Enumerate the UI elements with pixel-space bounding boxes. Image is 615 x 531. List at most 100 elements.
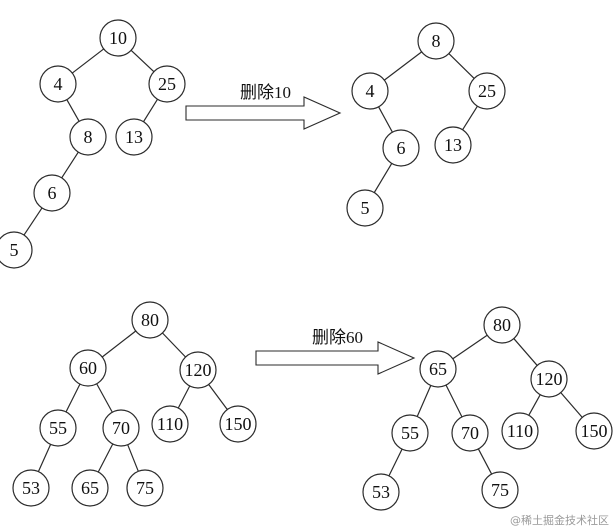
delete-60-after-node-label: 55 [401, 423, 419, 443]
delete-10-before-node-label: 10 [109, 28, 127, 48]
delete-60-after-node-label: 150 [581, 421, 608, 441]
delete-10-after-node-4: 4 [351, 72, 389, 110]
delete-10-after-node-8: 8 [417, 22, 455, 60]
delete-10-before-tree: 10 4 25 8 13 6 5 [0, 19, 186, 269]
delete-60-before-node-label: 70 [112, 418, 130, 438]
delete-60-after-node-circle [575, 412, 613, 450]
delete-10-after-node-25: 25 [468, 72, 506, 110]
delete-10-before-node-4: 4 [39, 65, 77, 103]
delete-10-before-node-circle [115, 118, 153, 156]
delete-60-before-node-label: 110 [157, 414, 183, 434]
delete-60-before-node-circle [71, 469, 109, 507]
delete-10-after-edge-25-13 [462, 105, 478, 131]
delete-10-after-node-circle [434, 126, 472, 164]
delete-60-before-node-label: 60 [79, 358, 97, 378]
delete-60-arrow-shape [255, 341, 416, 375]
delete-10-before-node-5: 5 [0, 231, 33, 269]
delete-10-after-node-circle [468, 72, 506, 110]
delete-60-after-edge-55-53 [388, 448, 403, 477]
delete-60-before-edge-80-120 [162, 332, 186, 358]
delete-60-arrow: 删除60 [255, 328, 416, 375]
delete-60-after-node-120: 120 [530, 360, 568, 398]
delete-10-before-edge-6-5 [23, 207, 43, 236]
delete-60-before-node-150: 150 [219, 405, 257, 443]
delete-60-after-node-label: 65 [429, 359, 447, 379]
delete-10-before-node-circle [0, 231, 33, 269]
delete-60-before-node-circle [39, 409, 77, 447]
delete-10-after-node-13: 13 [434, 126, 472, 164]
delete-60-before-node-label: 75 [136, 478, 154, 498]
delete-60-after-node-55: 55 [391, 414, 429, 452]
delete-60-before-node-label: 120 [185, 360, 212, 380]
delete-60-after-edge-120-150 [560, 392, 583, 418]
delete-10-before-edge-8-6 [61, 151, 79, 179]
delete-60-before-node-circle [151, 405, 189, 443]
delete-60-before-node-circle [69, 349, 107, 387]
delete-10-before-node-6: 6 [33, 174, 71, 212]
delete-60-before-node-label: 65 [81, 478, 99, 498]
delete-60-before-edge-60-55 [65, 383, 81, 413]
watermark: @稀土掘金技术社区 [510, 514, 609, 527]
delete-60-after-node-circle [530, 360, 568, 398]
delete-10-after-node-5: 5 [346, 189, 384, 227]
delete-60-before-edge-80-60 [101, 330, 137, 358]
delete-10-before-edge-25-13 [143, 98, 158, 123]
delete-10-after-node-circle [351, 72, 389, 110]
delete-10-before-node-label: 5 [10, 240, 19, 260]
delete-10-before-node-label: 8 [84, 127, 93, 147]
delete-60-before-edge-60-70 [96, 383, 113, 413]
delete-60-after-node-circle [391, 414, 429, 452]
delete-60-before-node-70: 70 [102, 409, 140, 447]
delete-60-before-node-label: 80 [141, 310, 159, 330]
delete-60-after-node-label: 120 [536, 369, 563, 389]
delete-60-after-node-label: 80 [493, 315, 511, 335]
delete-60-before-edge-70-75 [127, 444, 139, 472]
delete-60-before-node-label: 53 [22, 478, 40, 498]
delete-60-after-edge-80-120 [513, 338, 538, 366]
delete-60-after-node-53: 53 [362, 473, 400, 511]
delete-60-after-node-circle [451, 414, 489, 452]
delete-10-after-node-label: 4 [366, 81, 375, 101]
delete-10-after-node-circle [417, 22, 455, 60]
delete-10-after-node-6: 6 [382, 129, 420, 167]
delete-10-before-node-circle [99, 19, 137, 57]
delete-10-operation-label: 删除10 [240, 83, 291, 102]
delete-60-before-edge-120-150 [208, 384, 228, 410]
delete-60-after-node-circle [419, 350, 457, 388]
delete-10-arrow: 删除10 [185, 83, 342, 130]
delete-60-after-node-80: 80 [483, 306, 521, 344]
delete-60-after-edge-80-65 [452, 334, 488, 360]
delete-10-after-edge-4-6 [378, 106, 393, 133]
delete-10-before-node-label: 13 [125, 127, 143, 147]
delete-10-before-node-label: 4 [54, 74, 63, 94]
delete-10-after-node-label: 6 [397, 138, 406, 158]
delete-60-before-node-75: 75 [126, 469, 164, 507]
delete-10-before-node-circle [69, 118, 107, 156]
delete-60-before-node-circle [131, 301, 169, 339]
delete-60-before-node-circle [126, 469, 164, 507]
delete-60-before-node-circle [219, 405, 257, 443]
delete-10-after-tree: 8 4 25 6 13 5 [346, 22, 506, 227]
delete-10-before-node-8: 8 [69, 118, 107, 156]
delete-60-before-node-label: 150 [225, 414, 252, 434]
delete-60-before-node-circle [179, 351, 217, 389]
delete-10-before-node-circle [33, 174, 71, 212]
delete-60-after-node-110: 110 [501, 412, 539, 450]
delete-10-before-node-25: 25 [148, 65, 186, 103]
delete-60-after-node-70: 70 [451, 414, 489, 452]
delete-10-after-node-label: 8 [432, 31, 441, 51]
delete-60-before-node-110: 110 [151, 405, 189, 443]
delete-60-before-edge-120-110 [177, 385, 191, 409]
delete-10-before-node-label: 6 [48, 183, 57, 203]
delete-60-after-edge-70-75 [477, 448, 493, 475]
delete-60-after-edge-65-70 [445, 384, 463, 418]
delete-60-before-edge-55-53 [37, 444, 52, 472]
delete-10-after-node-label: 25 [478, 81, 496, 101]
delete-10-before-edge-4-8 [66, 99, 80, 122]
delete-60-before-node-65: 65 [71, 469, 109, 507]
delete-10-after-node-label: 5 [361, 198, 370, 218]
delete-10-after-edge-6-5 [373, 163, 393, 193]
delete-10-before-node-circle [148, 65, 186, 103]
